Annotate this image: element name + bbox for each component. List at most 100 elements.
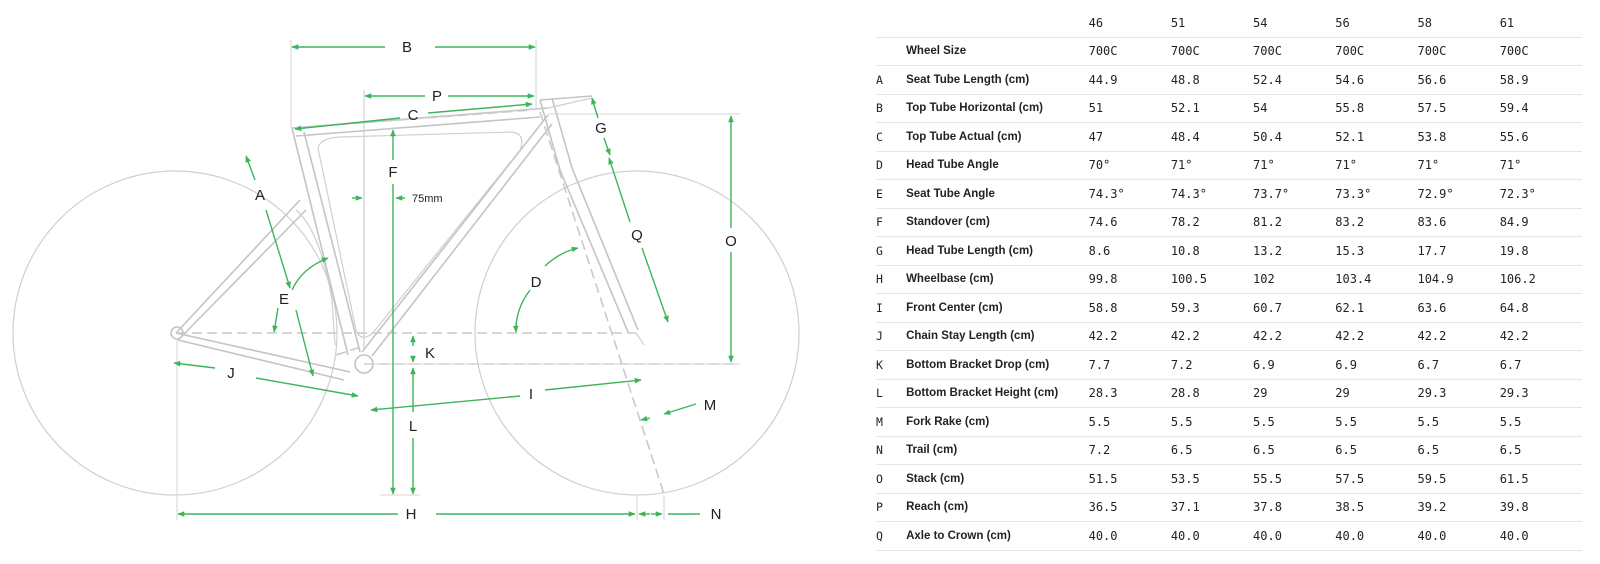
row-value: 15.3 (1335, 236, 1418, 266)
row-letter: O (876, 464, 907, 494)
row-letter: P (876, 493, 907, 522)
row-value: 38.5 (1335, 493, 1418, 522)
row-value: 17.7 (1417, 236, 1500, 266)
row-measurement-name: Standover (cm) (906, 208, 1089, 237)
row-value: 37.1 (1170, 493, 1254, 522)
row-value: 6.5 (1335, 436, 1418, 465)
row-value: 61.5 (1499, 464, 1582, 494)
row-value: 6.5 (1417, 436, 1500, 465)
row-value: 83.6 (1417, 208, 1500, 237)
row-value: 28.3 (1088, 379, 1171, 408)
row-value: 7.7 (1088, 350, 1171, 380)
label-B: B (402, 39, 412, 56)
row-value: 5.5 (1088, 407, 1171, 437)
row-letter: J (876, 322, 907, 351)
row-value: 78.2 (1170, 208, 1254, 237)
header-blank-name (906, 9, 1089, 38)
row-letter: C (876, 122, 907, 152)
row-value: 700C (1335, 37, 1418, 66)
row-value: 102 (1253, 265, 1336, 294)
label-G: G (595, 120, 607, 137)
row-value: 39.2 (1417, 493, 1500, 522)
row-value: 700C (1170, 37, 1254, 66)
row-value: 81.2 (1253, 208, 1336, 237)
row-value: 37.8 (1253, 493, 1336, 522)
row-letter: M (876, 407, 907, 437)
row-value: 40.0 (1499, 521, 1582, 551)
row-value: 72.9° (1417, 179, 1500, 209)
header-blank-letter (876, 9, 907, 38)
row-value: 63.6 (1417, 293, 1500, 323)
row-value: 29 (1335, 379, 1418, 408)
label-D: D (531, 274, 542, 291)
row-value: 6.5 (1499, 436, 1582, 465)
row-value: 58.8 (1088, 293, 1171, 323)
row-letter: H (876, 265, 907, 294)
row-letter (876, 37, 907, 66)
row-value: 55.6 (1499, 122, 1582, 152)
row-measurement-name: Fork Rake (cm) (906, 407, 1089, 437)
row-measurement-name: Front Center (cm) (906, 293, 1089, 323)
row-value: 71° (1335, 151, 1418, 180)
row-measurement-name: Chain Stay Length (cm) (906, 322, 1089, 351)
label-Q: Q (631, 227, 643, 244)
row-value: 42.2 (1253, 322, 1336, 351)
row-measurement-name: Bottom Bracket Drop (cm) (906, 350, 1089, 380)
row-value: 59.4 (1499, 94, 1582, 123)
row-measurement-name: Seat Tube Length (cm) (906, 65, 1089, 95)
row-value: 42.2 (1417, 322, 1500, 351)
size-header: 46 (1088, 9, 1171, 38)
row-value: 54.6 (1335, 65, 1418, 95)
row-value: 55.5 (1253, 464, 1336, 494)
label-J: J (227, 365, 235, 382)
row-value: 13.2 (1253, 236, 1336, 266)
row-value: 51.5 (1088, 464, 1171, 494)
row-value: 53.8 (1417, 122, 1500, 152)
row-letter: E (876, 179, 907, 209)
row-value: 5.5 (1499, 407, 1582, 437)
row-value: 83.2 (1335, 208, 1418, 237)
row-measurement-name: Wheelbase (cm) (906, 265, 1089, 294)
row-value: 48.4 (1170, 122, 1254, 152)
row-value: 71° (1499, 151, 1582, 180)
row-value: 29.3 (1499, 379, 1582, 408)
row-value: 28.8 (1170, 379, 1254, 408)
row-letter: G (876, 236, 907, 266)
row-value: 36.5 (1088, 493, 1171, 522)
dimension-extension-lines (176, 40, 740, 520)
label-I: I (529, 386, 533, 403)
label-A: A (255, 187, 265, 204)
label-L: L (409, 418, 417, 435)
label-O: O (725, 233, 737, 250)
row-value: 40.0 (1088, 521, 1171, 551)
row-value: 40.0 (1417, 521, 1500, 551)
row-value: 73.7° (1253, 179, 1336, 209)
row-measurement-name: Top Tube Horizontal (cm) (906, 94, 1089, 123)
row-letter: I (876, 293, 907, 323)
row-value: 5.5 (1335, 407, 1418, 437)
row-value: 700C (1499, 37, 1582, 66)
row-value: 40.0 (1253, 521, 1336, 551)
row-value: 39.8 (1499, 493, 1582, 522)
row-letter: B (876, 94, 907, 123)
row-value: 71° (1417, 151, 1500, 180)
row-value: 71° (1253, 151, 1336, 180)
label-K: K (425, 345, 435, 362)
row-value: 29 (1253, 379, 1336, 408)
row-value: 71° (1170, 151, 1254, 180)
label-E: E (279, 291, 289, 308)
row-value: 106.2 (1499, 265, 1582, 294)
dimension-lines (173, 44, 734, 517)
row-value: 5.5 (1170, 407, 1254, 437)
row-value: 70° (1088, 151, 1171, 180)
